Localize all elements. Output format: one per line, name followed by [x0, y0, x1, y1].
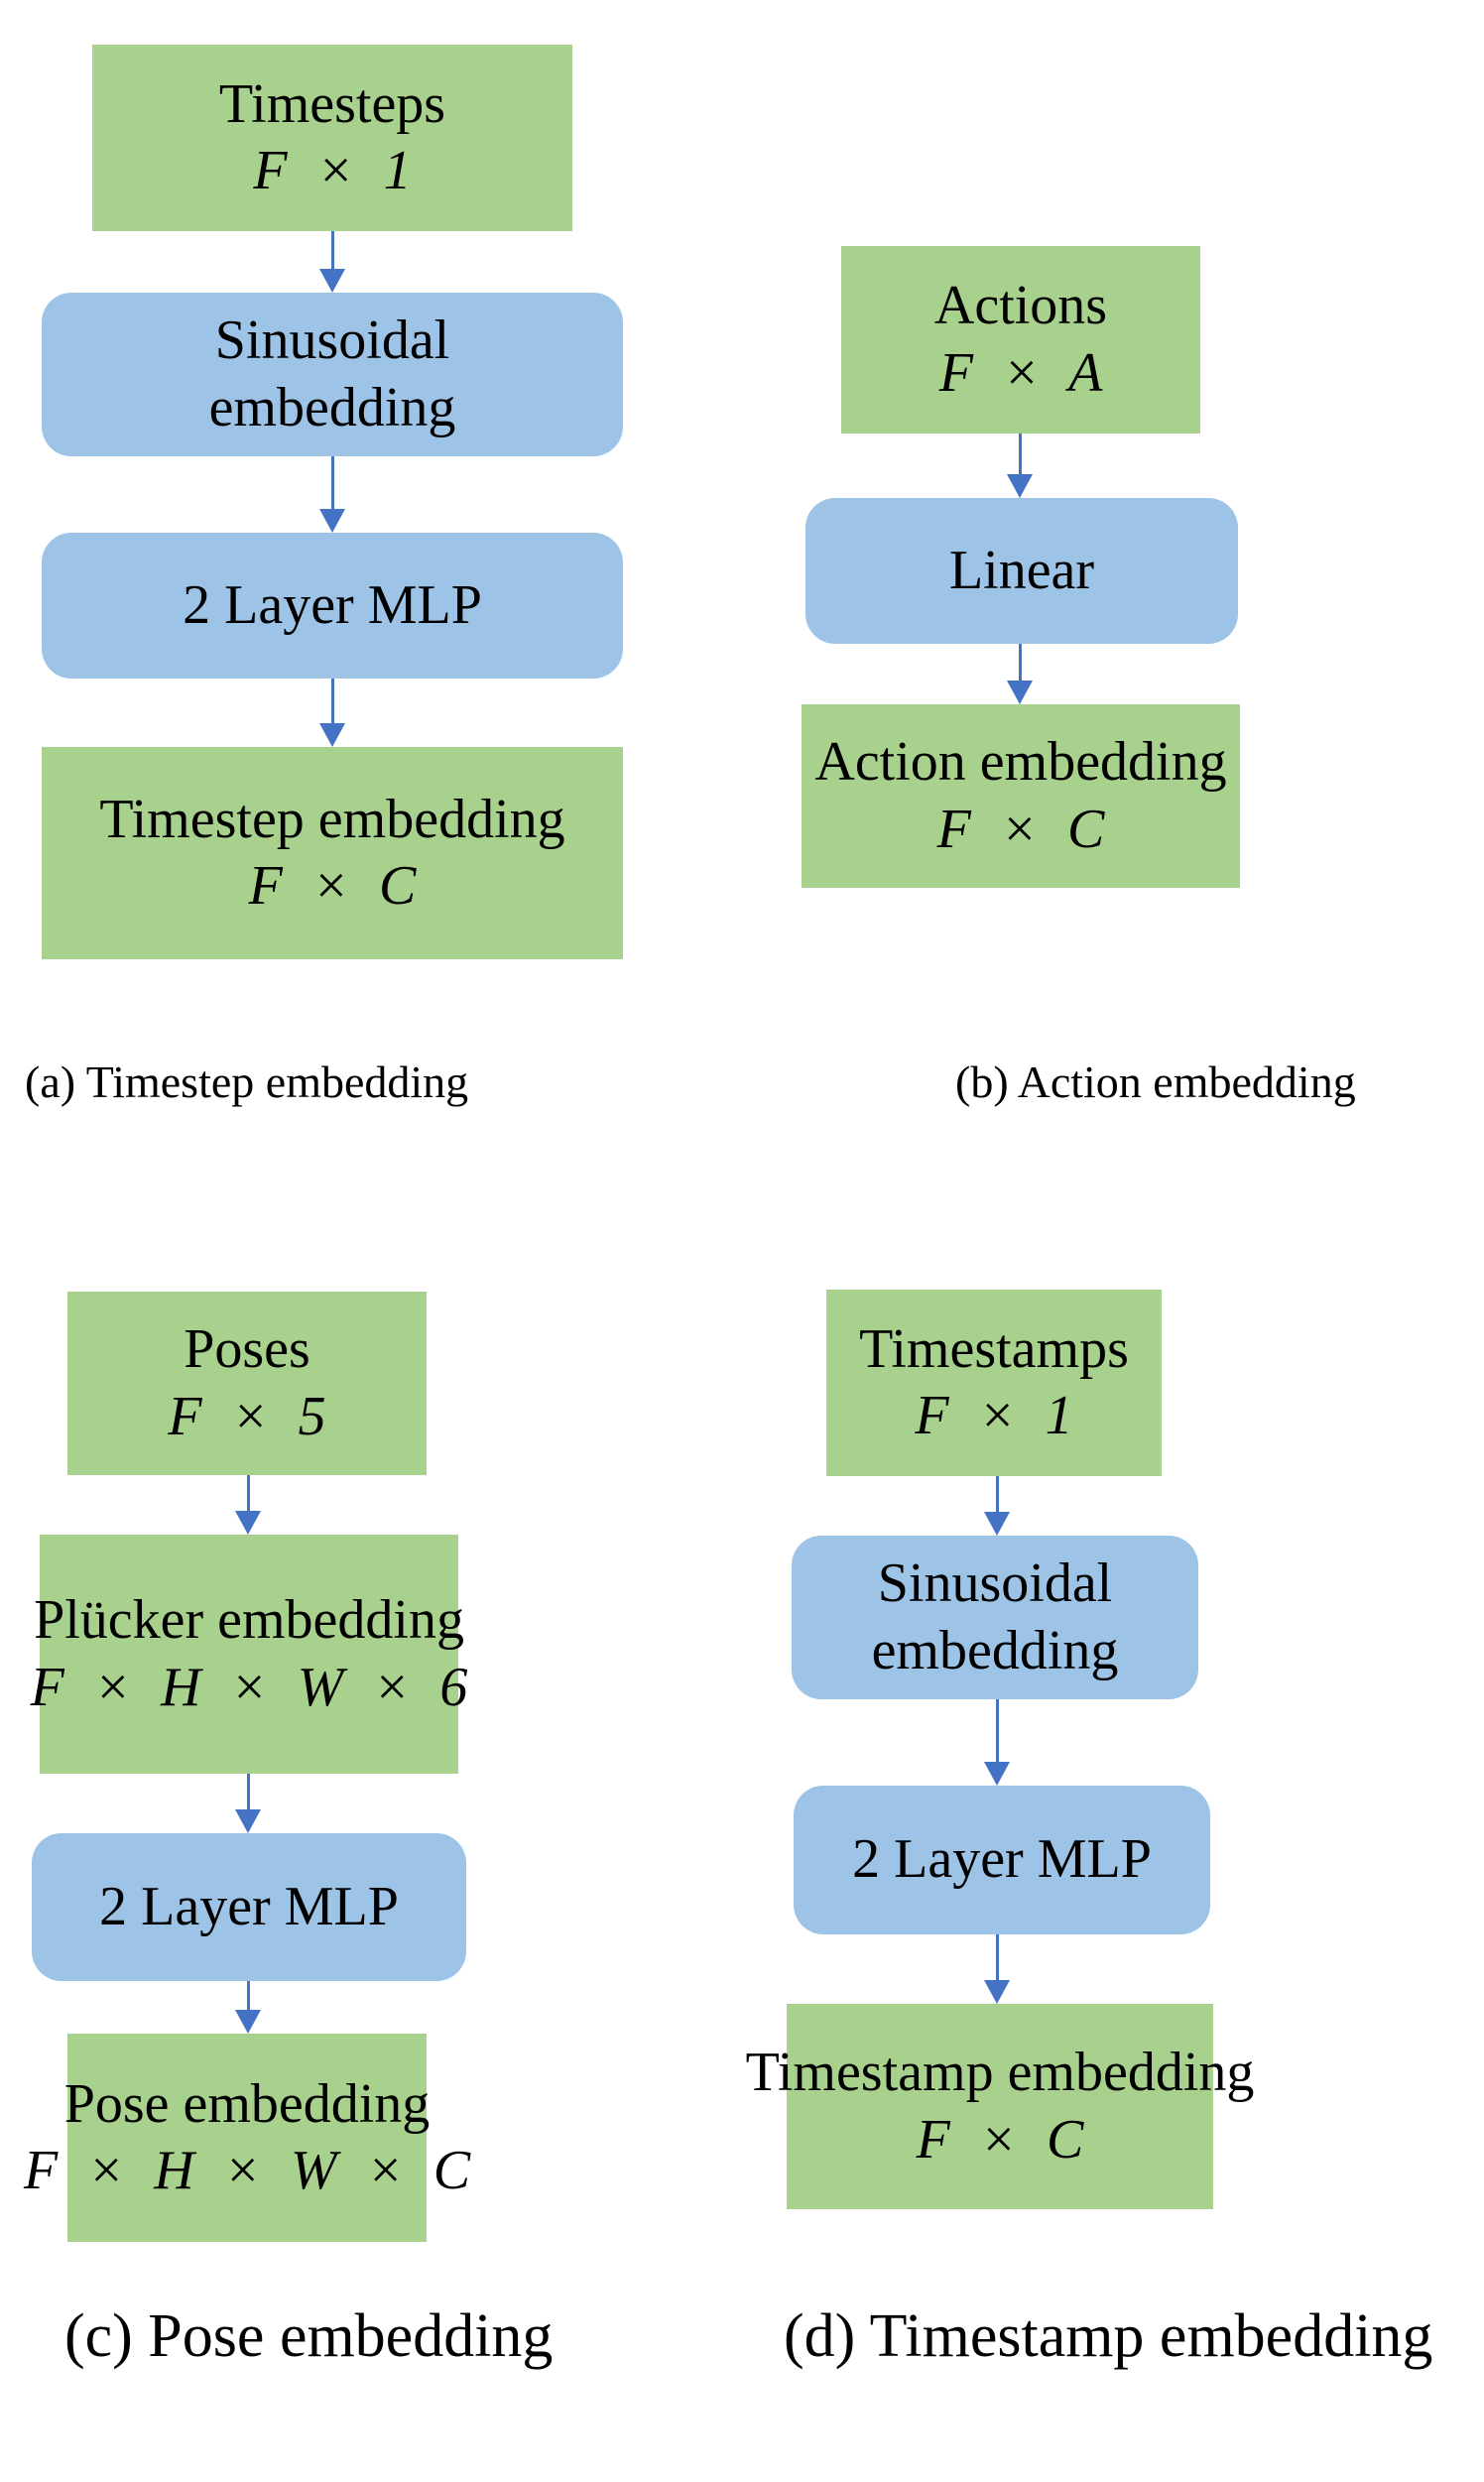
arrow-d-3 [984, 1934, 1010, 2004]
box-timestamps-label: Timestamps [859, 1317, 1129, 1380]
caption-a: (a) Timestep embedding [25, 1056, 469, 1107]
box-timesteps: Timesteps F × 1 [92, 45, 572, 231]
arrow-a-3-shaft [330, 679, 334, 723]
box-action-embedding: Action embedding F × C [802, 704, 1240, 888]
box-timestamp-embedding: Timestamp embedding F × C [746, 2004, 1254, 2209]
arrow-a-1 [319, 231, 345, 293]
box-timesteps-shape: F × 1 [253, 140, 412, 201]
box-sinusoidal-d-line1: Sinusoidal [877, 1552, 1113, 1615]
arrow-a-2 [319, 456, 345, 533]
box-sinusoidal-d: Sinusoidal embedding [792, 1536, 1198, 1699]
box-actions-label: Actions [933, 275, 1108, 337]
arrow-d-1 [984, 1476, 1010, 1536]
box-plucker-embedding: Plücker embedding F × H × W × 6 [31, 1535, 467, 1774]
box-plucker-embedding-shape: F × H × W × 6 [30, 1656, 468, 1718]
box-timestamp-embedding-label: Timestamp embedding [745, 2042, 1255, 2104]
box-sinusoidal-a: Sinusoidal embedding [42, 293, 623, 456]
box-poses: Poses F × 5 [67, 1292, 427, 1475]
box-linear: Linear [805, 498, 1238, 644]
arrow-a-2-shaft [330, 456, 334, 509]
arrow-d-3-shaft [995, 1934, 999, 1980]
box-timestep-embedding: Timestep embedding F × C [42, 747, 623, 959]
box-timesteps-label: Timesteps [218, 72, 446, 135]
arrow-c-3-head-icon [235, 2010, 261, 2034]
arrow-a-1-head-icon [319, 269, 345, 293]
box-sinusoidal-a-line2: embedding [208, 376, 456, 438]
box-timestep-embedding-shape: F × C [248, 855, 417, 917]
arrow-c-1-head-icon [235, 1511, 261, 1535]
box-sinusoidal-a-line1: Sinusoidal [214, 310, 450, 372]
arrow-b-1-head-icon [1007, 474, 1033, 498]
arrow-b-2 [1007, 644, 1033, 704]
arrow-d-2-shaft [995, 1699, 999, 1762]
box-mlp-a: 2 Layer MLP [42, 533, 623, 679]
caption-c: (c) Pose embedding [64, 2302, 554, 2370]
arrow-d-1-head-icon [984, 1512, 1010, 1536]
box-pose-embedding: Pose embedding F × H × W × C [24, 2034, 470, 2242]
arrow-c-2-head-icon [235, 1809, 261, 1833]
arrow-a-3 [319, 679, 345, 747]
box-poses-label: Poses [184, 1318, 310, 1381]
caption-d: (d) Timestamp embedding [784, 2302, 1433, 2370]
arrow-b-1 [1007, 434, 1033, 498]
box-timestep-embedding-label: Timestep embedding [99, 788, 565, 850]
arrow-c-3-shaft [246, 1981, 250, 2010]
arrow-d-2-head-icon [984, 1762, 1010, 1786]
box-mlp-c-label: 2 Layer MLP [99, 1875, 399, 1937]
box-pose-embedding-shape: F × H × W × C [23, 2140, 471, 2201]
arrow-a-2-head-icon [319, 509, 345, 533]
arrow-c-1-shaft [246, 1475, 250, 1511]
arrow-b-2-head-icon [1007, 681, 1033, 704]
arrow-c-2 [235, 1774, 261, 1833]
arrow-d-1-shaft [995, 1476, 999, 1512]
box-action-embedding-shape: F × C [936, 798, 1105, 860]
box-plucker-embedding-label: Plücker embedding [34, 1589, 464, 1652]
box-mlp-c: 2 Layer MLP [32, 1833, 466, 1981]
arrow-c-2-shaft [246, 1774, 250, 1809]
caption-b: (b) Action embedding [955, 1056, 1356, 1107]
arrow-c-3 [235, 1981, 261, 2034]
arrow-a-1-shaft [330, 231, 334, 269]
box-pose-embedding-label: Pose embedding [63, 2072, 431, 2135]
box-timestamps: Timestamps F × 1 [826, 1290, 1162, 1476]
box-actions: Actions F × A [841, 246, 1200, 434]
arrow-b-1-shaft [1018, 434, 1022, 474]
box-mlp-d: 2 Layer MLP [794, 1786, 1210, 1934]
arrow-c-1 [235, 1475, 261, 1535]
box-sinusoidal-d-line2: embedding [871, 1619, 1119, 1681]
arrow-d-2 [984, 1699, 1010, 1786]
box-mlp-d-label: 2 Layer MLP [852, 1828, 1152, 1891]
arrow-a-3-head-icon [319, 723, 345, 747]
box-linear-label: Linear [948, 539, 1095, 601]
box-mlp-a-label: 2 Layer MLP [183, 573, 482, 636]
box-timestamps-shape: F × 1 [915, 1385, 1073, 1446]
box-actions-shape: F × A [938, 341, 1103, 404]
arrow-d-3-head-icon [984, 1980, 1010, 2004]
box-action-embedding-label: Action embedding [814, 731, 1227, 794]
box-poses-shape: F × 5 [168, 1385, 326, 1447]
box-timestamp-embedding-shape: F × C [916, 2108, 1084, 2171]
arrow-b-2-shaft [1018, 644, 1022, 681]
